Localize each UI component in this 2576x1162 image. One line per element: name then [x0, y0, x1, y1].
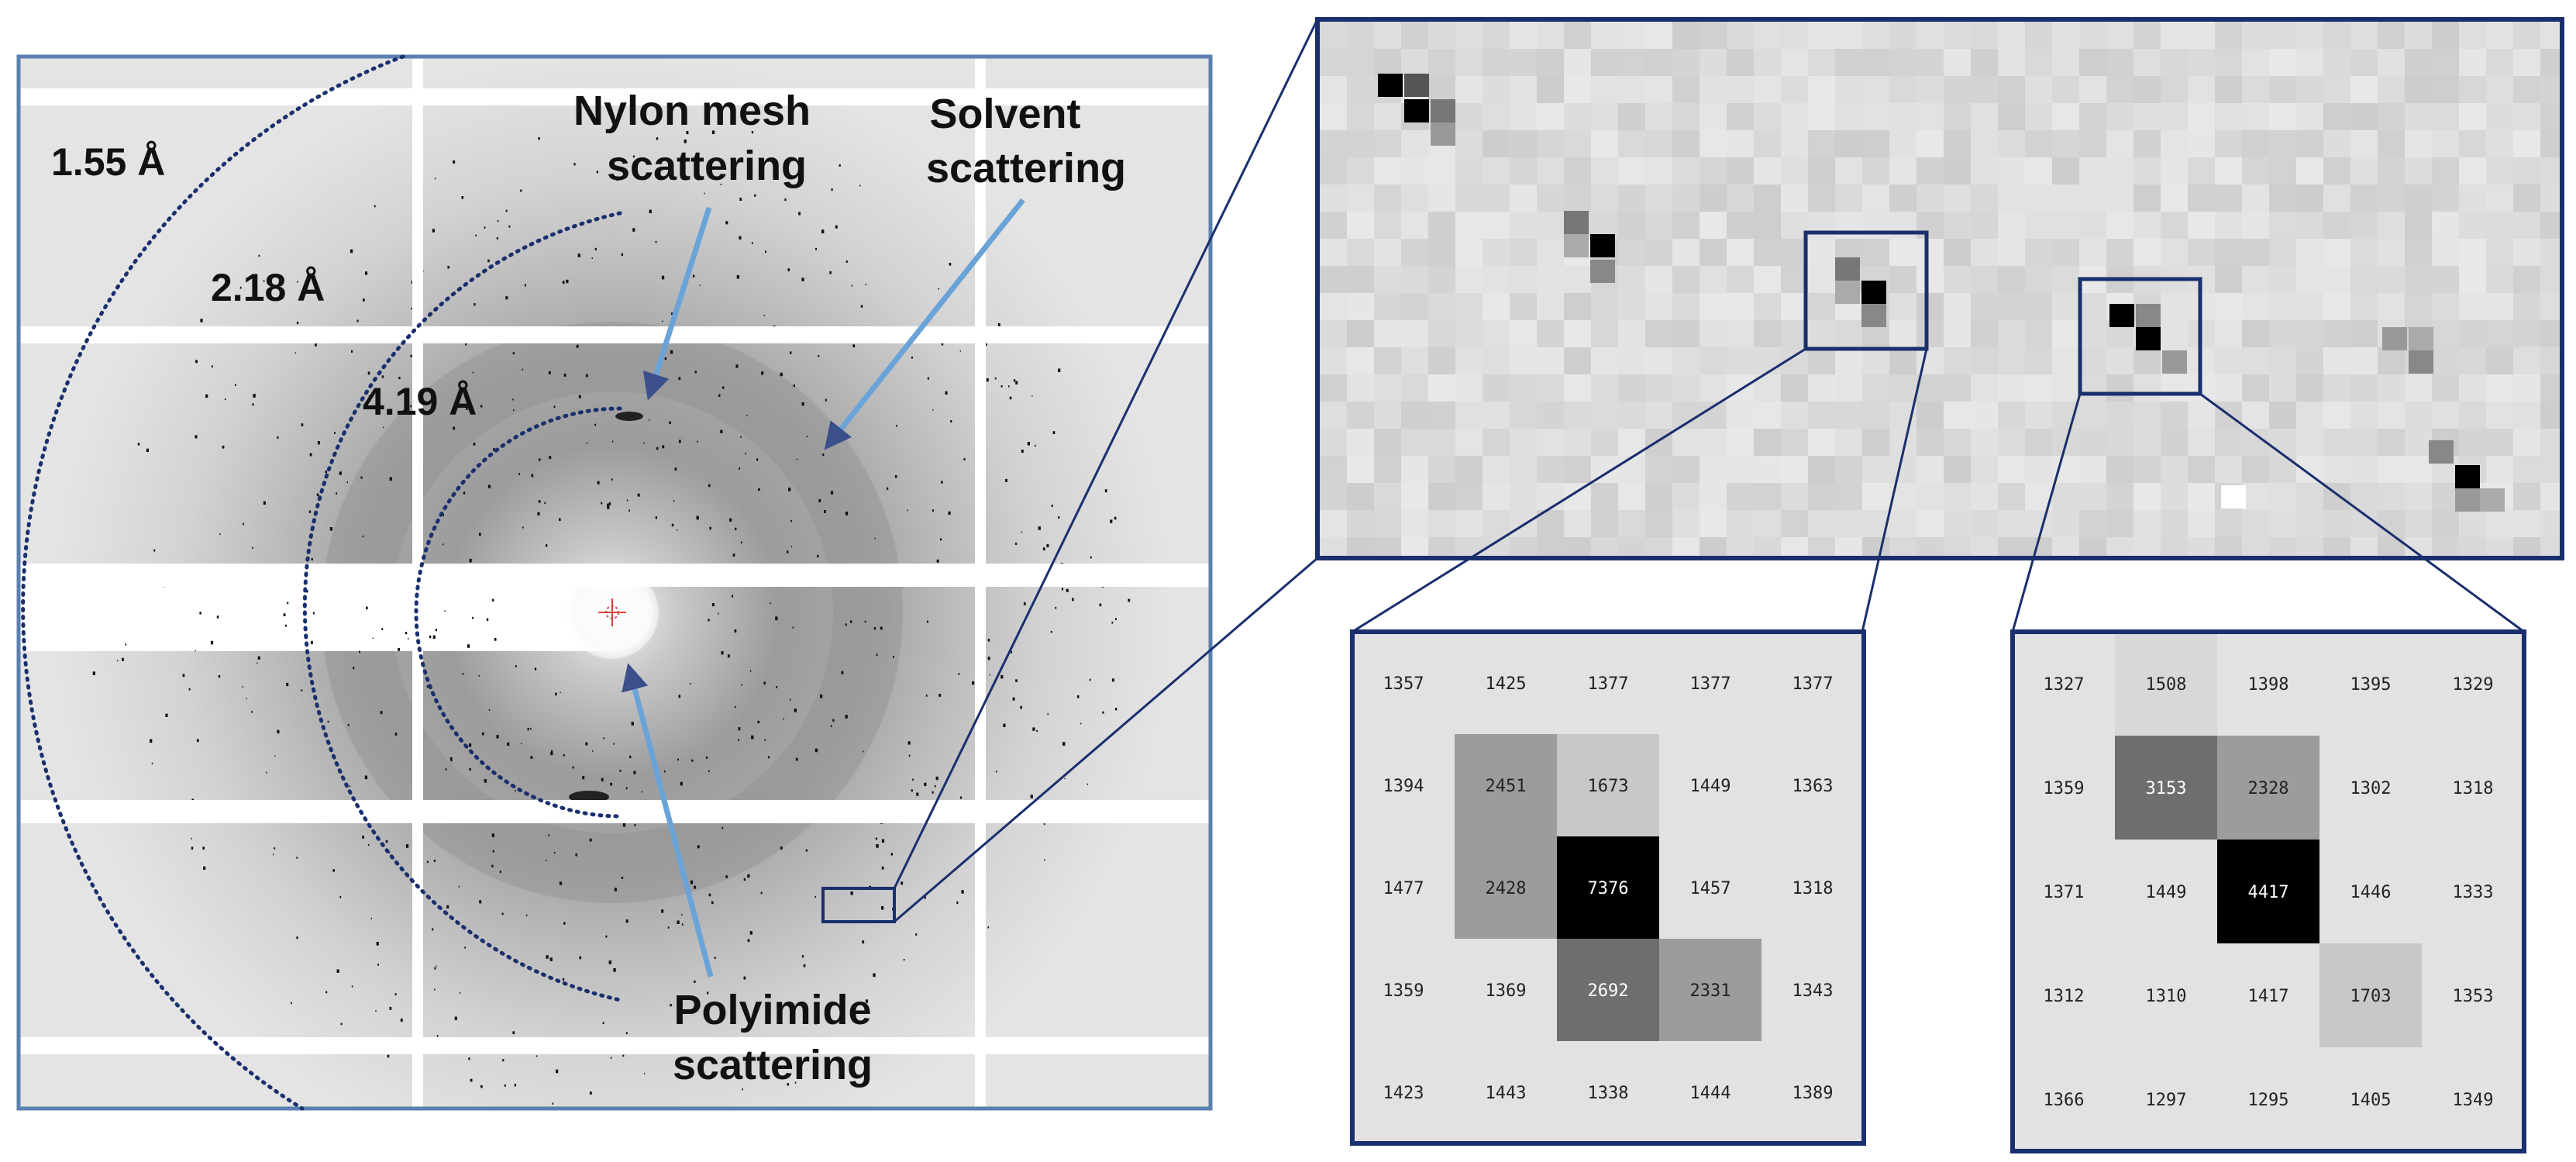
annotation-polyimide-line1: Polyimide	[673, 987, 871, 1033]
pixel-value: 1327	[2044, 675, 2085, 695]
pixel-value: 2428	[1486, 879, 1527, 898]
annotation-polyimide: Polyimide scattering	[673, 987, 873, 1088]
pixel-value: 1703	[2350, 987, 2392, 1006]
pixel-value: 1359	[1383, 981, 1424, 1001]
pixel-value: 4417	[2248, 883, 2289, 902]
arrow-nylon	[642, 206, 712, 401]
resolution-label-3: 4.19 Å	[363, 380, 477, 423]
pixel-value: 1377	[1690, 674, 1731, 694]
pixel-value: 1363	[1793, 777, 1834, 796]
zoom-box-right	[2078, 277, 2202, 396]
pixel-value: 3153	[2146, 779, 2187, 798]
arrow-polyimide	[622, 663, 714, 978]
resolution-label-1: 1.55 Å	[51, 140, 165, 184]
detector-image	[19, 57, 1211, 1109]
pixel-value: 2328	[2248, 779, 2289, 798]
ring-4.19	[414, 406, 622, 819]
detector-frame	[16, 54, 1213, 1111]
pixel-value: 1310	[2146, 987, 2187, 1006]
resolution-rings	[21, 54, 622, 1111]
pixel-value: 1444	[1690, 1084, 1731, 1103]
annotation-solvent-line1: Solvent	[929, 91, 1080, 137]
pixel-value: 1425	[1486, 674, 1527, 694]
pixel-value: 1343	[1793, 981, 1834, 1001]
pixel-value: 1371	[2044, 883, 2085, 902]
pixel-value: 1446	[2350, 883, 2392, 902]
pixel-value: 1405	[2350, 1091, 2392, 1110]
annotation-nylon: Nylon mesh scattering	[573, 88, 811, 189]
pixel-value: 1329	[2453, 675, 2494, 695]
pixel-value: 1295	[2248, 1091, 2289, 1110]
beam-center-crosshair	[598, 598, 626, 626]
pixel-value: 1338	[1588, 1084, 1629, 1103]
pixel-value: 1312	[2044, 987, 2085, 1006]
pixel-value: 2692	[1588, 981, 1629, 1001]
pixel-value: 1353	[2453, 987, 2494, 1006]
pixel-value: 1369	[1486, 981, 1527, 1001]
pixel-value: 2451	[1486, 777, 1527, 796]
pixel-value: 2331	[1690, 981, 1731, 1001]
ring-1.55	[21, 54, 405, 1111]
zoom-connectors	[893, 19, 1319, 923]
pixel-grid-right: 1327 1508 1398 1395 1329 1359 3153 2328 1302 1318…	[2010, 629, 2526, 1153]
annotation-solvent: Solvent scattering	[926, 91, 1126, 191]
annotation-arrows	[622, 198, 1025, 978]
pixel-value: 1423	[1383, 1084, 1424, 1103]
pixel-grid-left: 1357 1425 1377 1377 1377 1394 2451 1673 1449 1363…	[1350, 629, 1866, 1146]
zoom-panel-pixels	[1320, 22, 2560, 556]
annotation-solvent-line2: scattering	[926, 145, 1126, 191]
resolution-label-2: 2.18 Å	[211, 266, 325, 309]
pixel-value: 1333	[2453, 883, 2494, 902]
annotation-nylon-line2: scattering	[607, 143, 807, 189]
zoom-box-left	[1803, 230, 1929, 351]
pixel-value: 1349	[2453, 1091, 2494, 1110]
pixel-value: 1359	[2044, 779, 2085, 798]
annotation-polyimide-line2: scattering	[673, 1042, 873, 1088]
pixel-value: 1318	[2453, 779, 2494, 798]
pixel-value: 1394	[1383, 777, 1424, 796]
pixel-value: 1508	[2146, 675, 2187, 695]
pixel-value: 1377	[1588, 674, 1629, 694]
nylon-spot-top	[615, 412, 643, 421]
pixel-value: 1395	[2350, 675, 2392, 695]
pixel-value: 1673	[1588, 777, 1629, 796]
pixel-value: 1366	[2044, 1091, 2085, 1110]
pixel-value: 1449	[1690, 777, 1731, 796]
panel-gaps	[19, 57, 1211, 1109]
pixel-value: 1357	[1383, 674, 1424, 694]
arrow-solvent	[824, 198, 1025, 450]
pixel-value: 1417	[2248, 987, 2289, 1006]
pixel-value: 1398	[2248, 675, 2289, 695]
annotation-nylon-line1: Nylon mesh	[573, 88, 811, 134]
ring-2.18	[302, 211, 622, 1002]
pixel-value: 1377	[1793, 674, 1834, 694]
pixel-value: 1302	[2350, 779, 2392, 798]
zoom-panel	[1315, 17, 2564, 560]
pixel-value: 1477	[1383, 879, 1424, 898]
pixel-value: 1449	[2146, 883, 2187, 902]
bragg-spots	[92, 130, 1131, 1105]
grid-connectors	[1352, 347, 2525, 633]
pixel-value: 7376	[1588, 879, 1629, 898]
pixel-value: 1297	[2146, 1091, 2187, 1110]
pixel-value: 1389	[1793, 1084, 1834, 1103]
pixel-value: 1318	[1793, 879, 1834, 898]
pixel-value: 1443	[1486, 1084, 1527, 1103]
pixel-value: 1457	[1690, 879, 1731, 898]
zoom-selection-box	[821, 887, 896, 923]
